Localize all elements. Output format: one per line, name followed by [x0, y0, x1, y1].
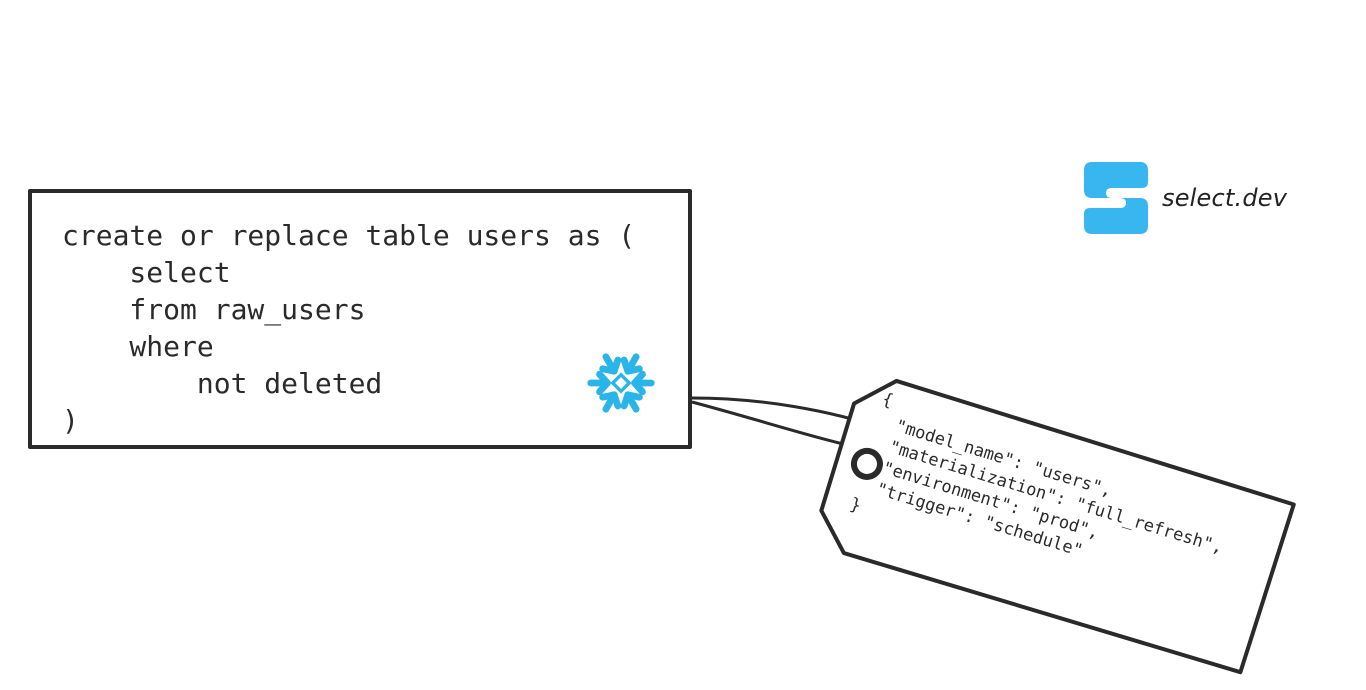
- sql-code: create or replace table users as ( selec…: [62, 217, 635, 439]
- select-dev-logo-icon: [1084, 162, 1148, 234]
- sql-line: where: [62, 330, 214, 363]
- sql-code-box: create or replace table users as ( selec…: [28, 189, 692, 449]
- sql-line: create or replace table users as (: [62, 219, 636, 252]
- sql-line: not deleted: [62, 367, 383, 400]
- snowflake-icon: [587, 353, 655, 413]
- brand: select.dev: [1082, 162, 1287, 234]
- tag-outline: [819, 378, 1296, 675]
- sql-line: select: [62, 256, 231, 289]
- metadata-tag: { "model_name": "users", "materializatio…: [811, 371, 1296, 675]
- sql-line: ): [62, 404, 79, 437]
- brand-name: select.dev: [1162, 184, 1288, 212]
- sql-line: from raw_users: [62, 293, 366, 326]
